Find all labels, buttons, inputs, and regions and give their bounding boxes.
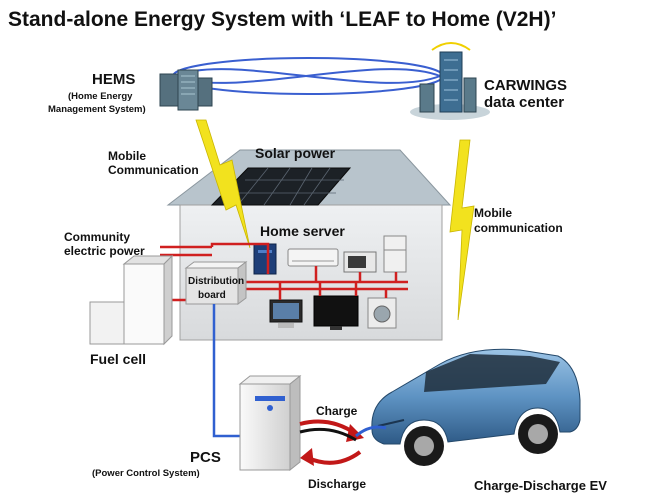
refrigerator-icon [383, 235, 407, 273]
mobile-communication-right-label-2: communication [474, 221, 563, 235]
distribution-board-label-1: Distribution [188, 276, 244, 287]
pcs-label: PCS [190, 449, 221, 466]
distribution-board-icon [184, 261, 248, 305]
lightning-left-icon [195, 119, 251, 249]
air-conditioner-icon [287, 248, 339, 267]
ev-label: Charge-Discharge EV [474, 478, 607, 493]
distribution-board-label-2: board [198, 290, 226, 301]
network-ring [172, 57, 444, 95]
fuel-cell-label: Fuel cell [90, 351, 146, 367]
mobile-communication-label-2: Communication [108, 163, 199, 177]
lightning-right-icon [449, 139, 475, 321]
blue-cable [212, 304, 244, 438]
hems-server-icon [159, 69, 213, 111]
power-wiring [160, 242, 408, 302]
hems-sub-label-1: (Home Energy [68, 91, 133, 102]
solar-power-label: Solar power [255, 145, 336, 161]
carwings-label-1: CARWINGS [484, 77, 567, 94]
pcs-sub-label: (Power Control System) [92, 468, 200, 479]
pcs-cabinet-icon [238, 374, 302, 472]
mobile-communication-label-1: Mobile [108, 149, 146, 163]
hems-sub-label-2: Management System) [48, 104, 146, 115]
hems-label: HEMS [92, 71, 135, 88]
washing-machine-icon [367, 297, 397, 329]
discharge-label: Discharge [308, 477, 366, 491]
microwave-icon [343, 251, 377, 273]
charge-plug-cable [355, 425, 387, 438]
page-title: Stand-alone Energy System with ‘LEAF to … [8, 8, 556, 31]
television-icon [313, 295, 359, 330]
charge-label: Charge [316, 404, 358, 418]
computer-icon [269, 299, 303, 328]
fuel-cell-icon [89, 254, 174, 346]
solar-panel-icon [210, 167, 352, 206]
home-server-label: Home server [260, 223, 345, 239]
data-center-icon [410, 42, 490, 120]
leaf-ev-icon [371, 348, 581, 466]
home-server-icon [253, 243, 277, 275]
mobile-communication-right-label-1: Mobile [474, 206, 512, 220]
carwings-label-2: data center [484, 94, 564, 111]
community-power-label-2: electric power [64, 244, 145, 258]
discharge-arrow-icon [300, 448, 362, 466]
charge-arrow-icon [299, 419, 364, 442]
community-power-label-1: Community [64, 230, 130, 244]
